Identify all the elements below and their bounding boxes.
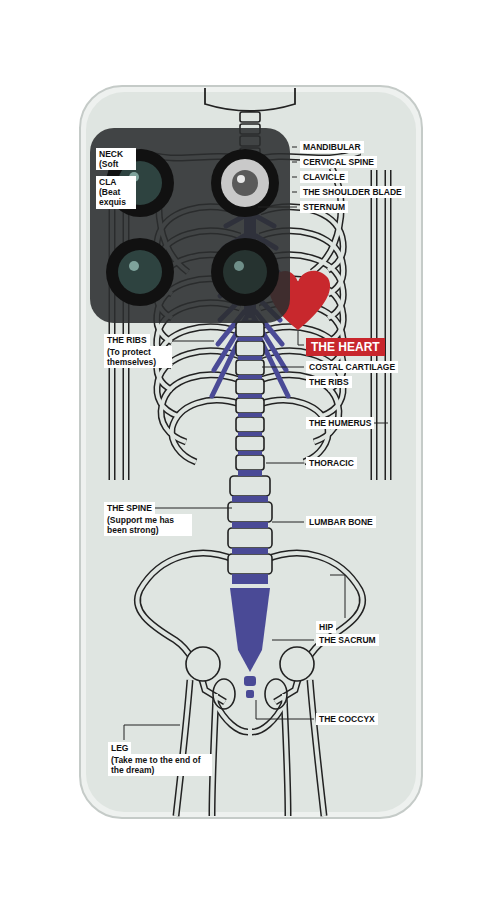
heart-label: THE HEART	[306, 338, 385, 356]
part-label-box: LUMBAR BONE	[306, 516, 376, 528]
part-label: HIP	[319, 622, 333, 632]
part-label: LEG	[111, 743, 128, 753]
part-label: (Support me has been strong)	[107, 515, 174, 535]
part-label-box: THORACIC	[306, 457, 357, 469]
part-label-box: THE HUMERUS	[306, 417, 374, 429]
part-label-box: THE RIBS	[306, 376, 352, 388]
part-label: THE RIBS	[107, 335, 147, 345]
part-label-box: CERVICAL SPINE	[300, 156, 377, 168]
part-label-box: CLAVICLE	[300, 171, 348, 183]
part-label-box: THE RIBS	[104, 334, 150, 346]
part-label: THE COCCYX	[319, 714, 375, 724]
part-label: NECK (Soft	[99, 149, 123, 169]
part-label: THE RIBS	[309, 377, 349, 387]
part-label: STERNUM	[303, 202, 345, 212]
part-label: CLA (Beat exquis	[99, 177, 126, 207]
part-label-box: (Support me has been strong)	[104, 514, 192, 536]
part-label: THE SPINE	[107, 503, 152, 513]
part-label: THORACIC	[309, 458, 354, 468]
part-label-box: THE SHOULDER BLADE	[300, 186, 405, 198]
part-label: MANDIBULAR	[303, 142, 361, 152]
part-label-box: MANDIBULAR	[300, 141, 364, 153]
part-label: (To protect themselves)	[107, 347, 156, 367]
part-label-box: STERNUM	[300, 201, 348, 213]
part-label: (Take me to the end of the dream)	[111, 755, 201, 775]
part-label: THE SHOULDER BLADE	[303, 187, 402, 197]
part-label-box: COSTAL CARTILAGE	[306, 361, 398, 373]
part-label: CLAVICLE	[303, 172, 345, 182]
part-label: THE SACRUM	[319, 635, 376, 645]
part-label: COSTAL CARTILAGE	[309, 362, 395, 372]
part-label-box: THE COCCYX	[316, 713, 378, 725]
part-label: THE HUMERUS	[309, 418, 371, 428]
part-label-box: NECK (Soft	[96, 148, 136, 170]
part-label-box: LEG	[108, 742, 131, 754]
part-label-box: HIP	[316, 621, 336, 633]
part-label: CERVICAL SPINE	[303, 157, 374, 167]
part-label-box: THE SACRUM	[316, 634, 379, 646]
part-label: THE HEART	[311, 340, 380, 354]
part-label: LUMBAR BONE	[309, 517, 373, 527]
part-label-box: CLA (Beat exquis	[96, 176, 136, 209]
part-label-box: (Take me to the end of the dream)	[108, 754, 212, 776]
part-label-box: THE SPINE	[104, 502, 155, 514]
part-label-box: (To protect themselves)	[104, 346, 172, 368]
